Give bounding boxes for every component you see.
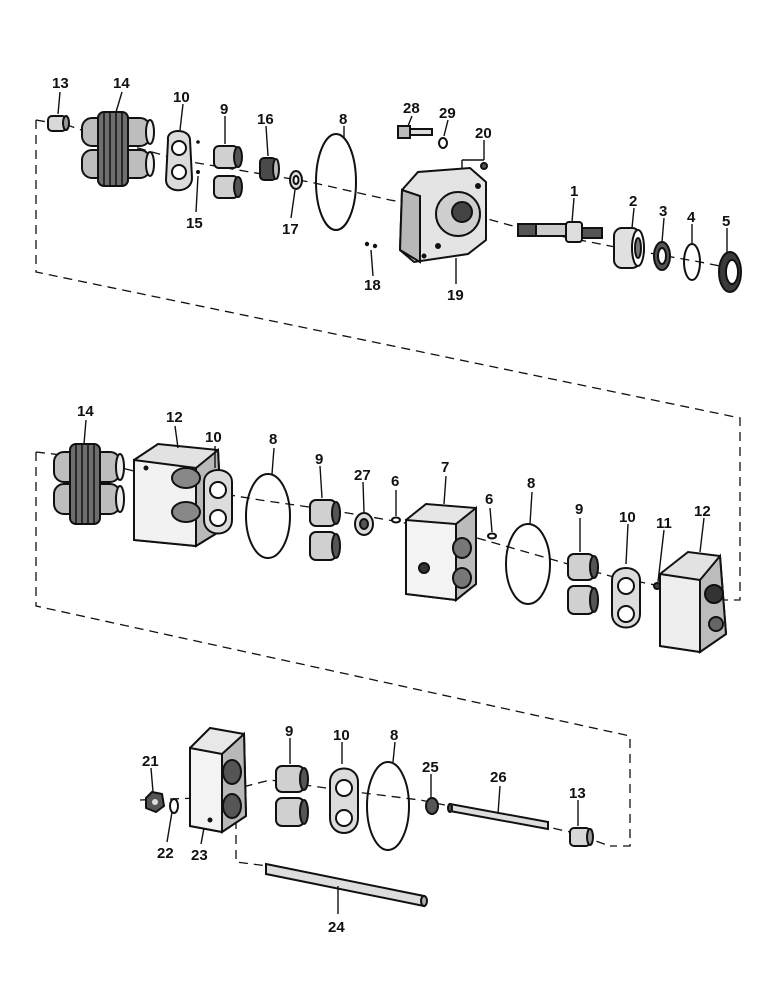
part-9-bearings-b	[567, 553, 599, 615]
callout-row1-29: 29	[439, 105, 456, 122]
part-12-gear-housing-left	[133, 442, 224, 548]
callout-row1-9: 9	[220, 101, 228, 118]
callout-row3-13: 13	[569, 785, 586, 802]
stud-dashed-line	[235, 820, 269, 867]
part-8-o-ring-a	[245, 473, 291, 559]
part-18-dowel-pins	[364, 241, 378, 249]
row1-to-row2-connector	[35, 120, 741, 601]
part-13-bushing-rear	[569, 827, 594, 847]
callout-row3-26: 26	[490, 769, 507, 786]
part-21-nut	[145, 790, 166, 814]
callout-row2-9: 9	[315, 451, 323, 468]
part-13-bushing	[47, 115, 70, 132]
part-26-stud	[447, 802, 549, 831]
part-16-bushing	[259, 157, 280, 181]
callout-row1-15: 15	[186, 215, 203, 232]
callout-row2-7: 7	[441, 459, 449, 476]
part-29-lock-washer	[438, 137, 448, 149]
callout-row2-10: 10	[205, 429, 222, 446]
part-22-lock-washer	[169, 798, 179, 814]
part-15-pin	[196, 170, 200, 174]
part-9-bearings-c	[275, 765, 309, 827]
row1-parts	[47, 111, 742, 293]
part-20-plug	[480, 162, 488, 170]
callout-row3-23: 23	[191, 847, 208, 864]
row3-parts	[145, 726, 594, 908]
callout-row2-6b: 6	[485, 491, 493, 508]
part-9-bearings	[213, 145, 243, 199]
part-5-shaft-seal	[718, 251, 742, 293]
callout-row3-10: 10	[333, 727, 350, 744]
part-8-o-ring-b	[505, 523, 551, 605]
part-7-center-plate	[405, 502, 477, 603]
part-12-gear-housing-right	[659, 550, 728, 654]
part-10-seal-plate-c	[329, 767, 359, 834]
part-8-o-ring	[315, 133, 357, 231]
row3-axis-line	[139, 779, 611, 847]
callout-row2-27: 27	[354, 467, 371, 484]
callout-row2-9b: 9	[575, 501, 583, 518]
callout-row3-24: 24	[328, 919, 345, 936]
callout-row3-9: 9	[285, 723, 293, 740]
part-1-drive-shaft	[517, 221, 603, 243]
part-28-bolt	[397, 125, 433, 139]
callout-row2-12b: 12	[694, 503, 711, 520]
callout-row1-18: 18	[364, 277, 381, 294]
part-8-o-ring-c	[366, 761, 410, 851]
part-17-washer	[289, 170, 303, 190]
part-2-bearing	[613, 227, 645, 269]
part-6-dowel-pin-b	[487, 532, 497, 540]
callout-row1-28: 28	[403, 100, 420, 117]
callout-row1-17: 17	[282, 221, 299, 238]
row2-parts	[53, 442, 728, 654]
part-23-end-cover	[189, 726, 248, 834]
callout-row1-10: 10	[173, 89, 190, 106]
callout-row1-14: 14	[113, 75, 130, 92]
callout-row1-19: 19	[447, 287, 464, 304]
part-10-seal-plate-a	[203, 469, 233, 535]
callout-row1-13: 13	[52, 75, 69, 92]
callout-row2-8b: 8	[527, 475, 535, 492]
part-14-gear-set	[81, 111, 155, 187]
callout-row3-8: 8	[390, 727, 398, 744]
callout-row3-25: 25	[422, 759, 439, 776]
callout-row2-8: 8	[269, 431, 277, 448]
callout-row1-8: 8	[339, 111, 347, 128]
callout-row1-1: 1	[570, 183, 578, 200]
part-19-front-housing	[398, 166, 487, 264]
part-25-nut	[425, 797, 439, 815]
callout-row3-22: 22	[157, 845, 174, 862]
callout-row2-14: 14	[77, 403, 94, 420]
callout-labels: 13 14 10 9 16 8 28 29 20 1 2 3 4 5 15 17…	[52, 75, 730, 936]
callout-row2-12: 12	[166, 409, 183, 426]
callout-row2-11: 11	[656, 515, 672, 532]
part-27-washer	[354, 512, 374, 536]
callout-row1-5: 5	[722, 213, 730, 230]
callout-row2-6a: 6	[391, 473, 399, 490]
part-10-seal-plate-b	[611, 567, 641, 629]
callout-row1-16: 16	[257, 111, 274, 128]
leader-lines	[57, 91, 728, 914]
callout-row1-2: 2	[629, 193, 637, 210]
part-14-gear-set-rear	[53, 443, 125, 525]
row2-to-row3-connector	[35, 452, 631, 847]
part-9-bearings-a	[309, 499, 341, 561]
part-6-dowel-pin-a	[391, 516, 401, 524]
part-24-long-stud	[265, 862, 428, 908]
part-10-seal-plate	[164, 130, 200, 192]
callout-row3-21: 21	[142, 753, 159, 770]
callout-row1-3: 3	[659, 203, 667, 220]
callout-row2-10b: 10	[619, 509, 636, 526]
callout-row1-20: 20	[475, 125, 492, 142]
callout-row1-4: 4	[687, 209, 696, 226]
